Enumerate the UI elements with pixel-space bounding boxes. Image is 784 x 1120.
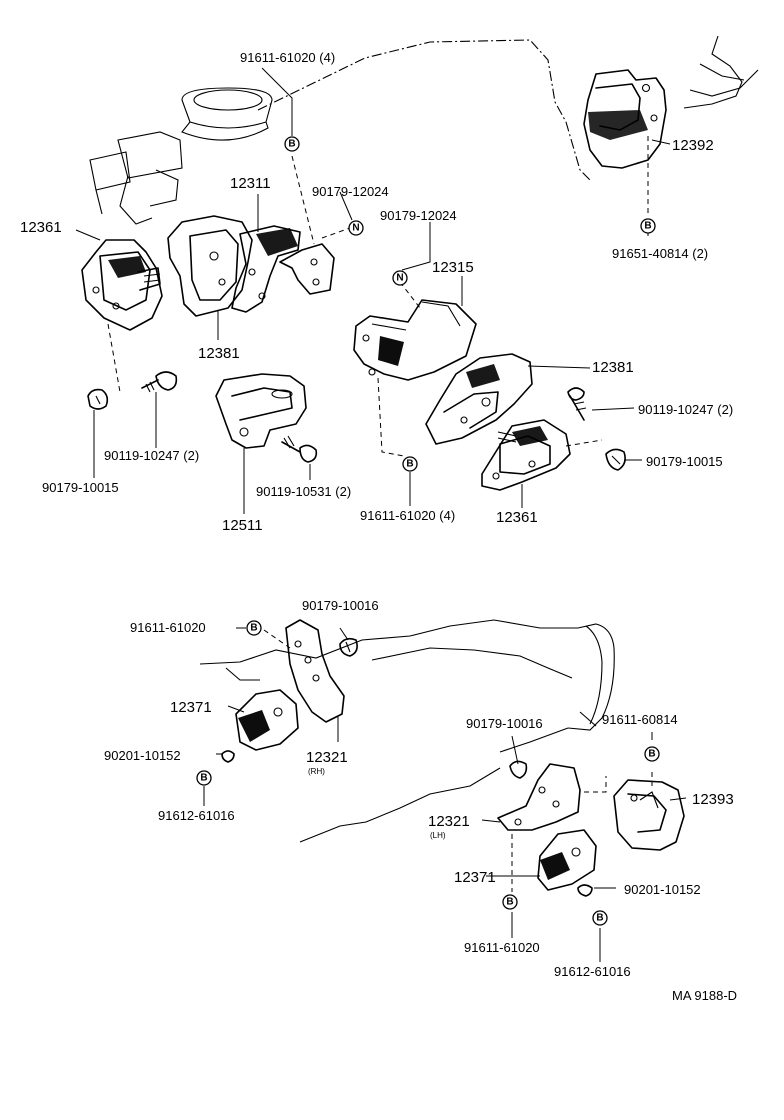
part-label: 91612-61016: [158, 808, 235, 823]
mount-12361-left: [81, 239, 163, 393]
part-label: 12392: [672, 137, 714, 154]
part-label: 12511: [222, 517, 263, 534]
insulator-12381-left: [167, 215, 253, 317]
part-label: 90179-12024: [312, 184, 389, 199]
insulator-12381-right: [425, 353, 533, 445]
part-label: 91611-61020 (4): [360, 508, 455, 523]
part-label: 91611-60814: [602, 712, 678, 727]
part-label: (RH): [308, 767, 325, 776]
part-label: 12311: [230, 175, 271, 192]
part-label: 90119-10247 (2): [104, 448, 199, 463]
svg-text:B: B: [250, 623, 257, 634]
part-label: 90179-10015: [42, 480, 119, 495]
part-label: (LH): [430, 831, 446, 840]
bracket-12315: [353, 281, 477, 457]
part-label: 91612-61016: [554, 964, 631, 979]
bolt-symbol: B: [592, 910, 608, 926]
nut-symbol: N: [392, 270, 408, 286]
part-label: 90179-12024: [380, 208, 457, 223]
part-label: 90201-10152: [624, 882, 701, 897]
bracket-12321-rh: [263, 619, 358, 723]
svg-text:B: B: [406, 459, 413, 470]
part-label: 12315: [432, 259, 474, 276]
part-label: 91651-40814 (2): [612, 246, 708, 261]
mount-12361-right: [481, 419, 603, 491]
svg-text:B: B: [644, 221, 651, 232]
engine-block-outline: [89, 39, 591, 225]
bolt-symbol: B: [196, 770, 212, 786]
svg-text:N: N: [352, 223, 359, 234]
svg-text:B: B: [200, 773, 207, 784]
part-label: 12381: [592, 359, 634, 376]
mount-12371-lh: [537, 829, 597, 897]
part-labels: 91611-61020 (4) 12392 91651-40814 (2) 12…: [20, 50, 737, 1003]
svg-text:B: B: [596, 913, 603, 924]
part-label: 12361: [496, 509, 538, 526]
part-label: 12393: [692, 791, 734, 808]
bolt-symbol: B: [644, 746, 660, 762]
part-label: 12371: [454, 869, 496, 886]
bolt-symbol: B: [284, 136, 300, 152]
part-label: 12381: [198, 345, 240, 362]
part-label: 12371: [170, 699, 212, 716]
bracket-12511: [215, 373, 318, 463]
transmission-outline-top: [683, 35, 759, 109]
svg-text:B: B: [506, 897, 513, 908]
part-label: 91611-61020: [464, 940, 540, 955]
bolt-symbol: B: [640, 218, 656, 234]
svg-text:N: N: [396, 273, 403, 284]
bracket-12392: [583, 69, 667, 214]
part-label: 90179-10015: [646, 454, 723, 469]
leader-lines: [75, 67, 687, 962]
fasteners-top: [87, 371, 626, 471]
diagram-code: MA 9188-D: [672, 988, 737, 1003]
mount-12371-rh: [221, 689, 299, 763]
part-label: 12321: [428, 813, 470, 830]
part-label: 90179-10016: [466, 716, 543, 731]
bracket-12393: [613, 772, 685, 851]
part-label: 91611-61020 (4): [240, 50, 335, 65]
bolt-symbol: B: [246, 620, 262, 636]
bracket-12311: [231, 155, 351, 313]
part-label: 90201-10152: [104, 748, 181, 763]
part-label: 90179-10016: [302, 598, 379, 613]
part-label: 91611-61020: [130, 620, 206, 635]
bolt-symbol: B: [402, 456, 418, 472]
part-label: 90119-10531 (2): [256, 484, 351, 499]
nut-symbol: N: [348, 220, 364, 236]
bolt-symbol: B: [502, 894, 518, 910]
part-label: 12321: [306, 749, 348, 766]
svg-text:B: B: [648, 749, 655, 760]
part-label: 90119-10247 (2): [638, 402, 733, 417]
part-label: 12361: [20, 219, 62, 236]
transmission-outline-bottom: [199, 619, 615, 843]
svg-text:B: B: [288, 139, 295, 150]
